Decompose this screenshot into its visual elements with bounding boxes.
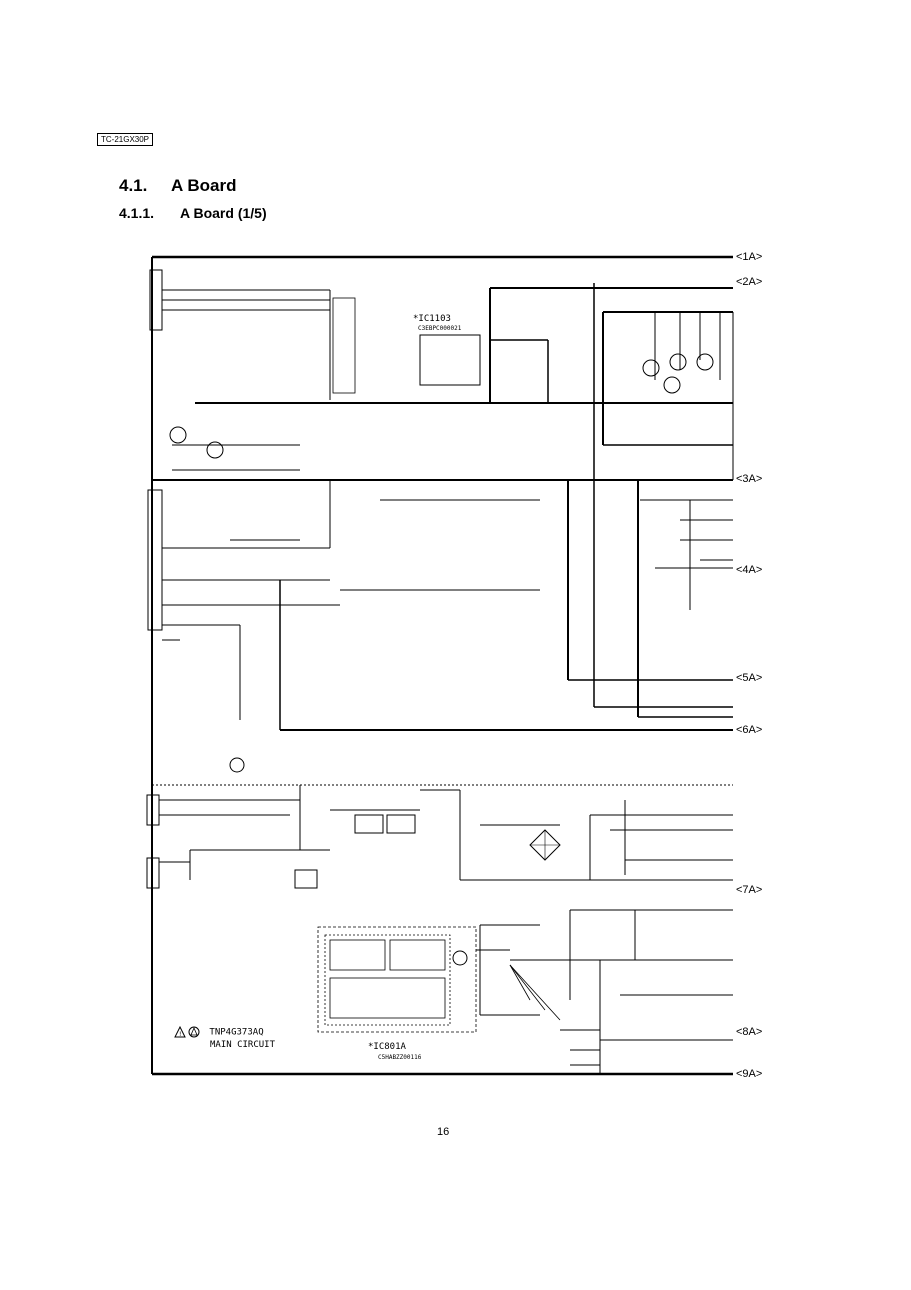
- port-5a: <5A>: [736, 672, 763, 684]
- port-4a: <4A>: [736, 564, 763, 576]
- port-6a: <6A>: [736, 724, 763, 736]
- page-number: 16: [437, 1126, 450, 1138]
- board-name: MAIN CIRCUIT: [210, 1039, 276, 1050]
- port-2a: <2A>: [736, 276, 763, 288]
- section-title: A Board: [171, 176, 237, 195]
- board-caption: ! TNP4G373AQ MAIN CIRCUIT: [174, 1026, 275, 1051]
- ic1103-label: *IC1103: [413, 314, 451, 324]
- ic801-label: *IC801A: [368, 1042, 406, 1052]
- port-1a: <1A>: [736, 251, 763, 263]
- port-3a: <3A>: [736, 473, 763, 485]
- port-7a: <7A>: [736, 884, 763, 896]
- warning-icon: !: [174, 1026, 200, 1038]
- board-code-line: ! TNP4G373AQ: [174, 1026, 275, 1039]
- ic1103-part: C3EBPC000021: [418, 325, 462, 332]
- ic801-part: C5HABZZ00116: [378, 1054, 422, 1061]
- port-8a: <8A>: [736, 1026, 763, 1038]
- section-heading: 4.1. A Board: [119, 176, 237, 196]
- section-number: 4.1.: [119, 176, 148, 195]
- port-9a: <9A>: [736, 1068, 763, 1080]
- model-tag: TC-21GX30P: [97, 133, 154, 146]
- board-code: TNP4G373AQ: [209, 1027, 264, 1038]
- subsection-title: A Board (1/5): [180, 205, 267, 221]
- subsection-number: 4.1.1.: [119, 205, 155, 221]
- subsection-heading: 4.1.1. A Board (1/5): [119, 205, 267, 221]
- svg-text:!: !: [179, 1031, 181, 1038]
